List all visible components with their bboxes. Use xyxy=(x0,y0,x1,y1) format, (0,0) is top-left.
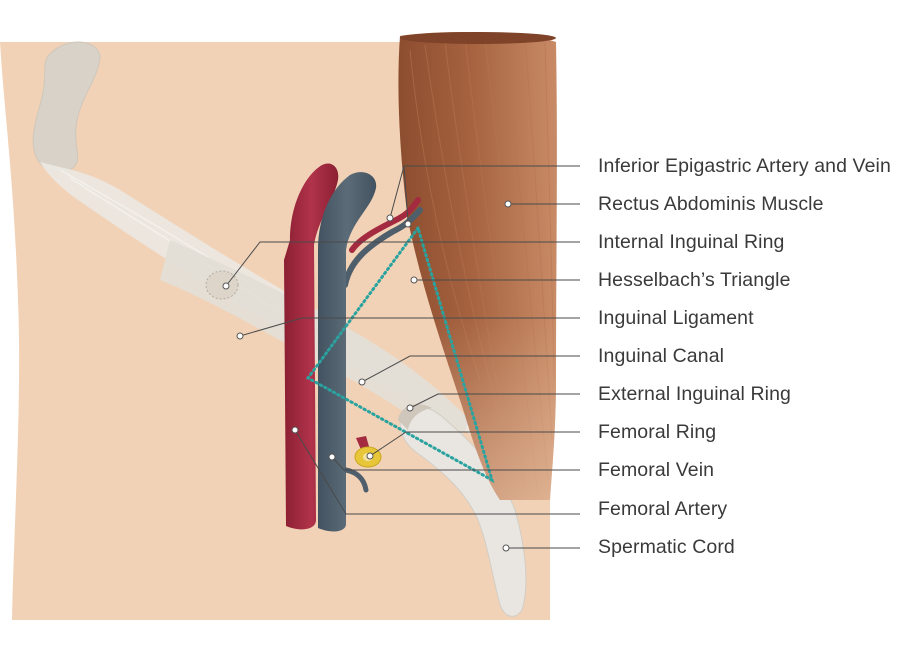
label-hesselbachs-triangle: Hesselbach’s Triangle xyxy=(598,269,791,291)
dot-epigastric-1 xyxy=(387,215,393,221)
label-femoral-vein: Femoral Vein xyxy=(598,459,714,481)
label-spermatic-cord: Spermatic Cord xyxy=(598,536,735,558)
dot-inguinal-ligament xyxy=(237,333,243,339)
dot-epigastric-2 xyxy=(405,221,411,227)
label-internal-inguinal-ring: Internal Inguinal Ring xyxy=(598,231,785,253)
label-inguinal-ligament: Inguinal Ligament xyxy=(598,307,754,329)
dot-femoral-artery xyxy=(292,427,298,433)
label-external-inguinal-ring: External Inguinal Ring xyxy=(598,383,791,405)
dot-spermatic-cord xyxy=(503,545,509,551)
dot-inguinal-canal xyxy=(359,379,365,385)
rectus-muscle-top xyxy=(400,32,556,44)
labels: Inferior Epigastric Artery and Vein Rect… xyxy=(598,155,891,558)
dot-internal-ring xyxy=(223,283,229,289)
label-femoral-artery: Femoral Artery xyxy=(598,498,727,520)
dot-rectus xyxy=(505,201,511,207)
label-inferior-epigastric: Inferior Epigastric Artery and Vein xyxy=(598,155,891,177)
internal-inguinal-ring xyxy=(206,271,238,299)
dot-hesselbach xyxy=(411,277,417,283)
label-inguinal-canal: Inguinal Canal xyxy=(598,345,724,367)
dot-external-ring xyxy=(407,405,413,411)
dot-femoral-vein xyxy=(329,454,335,460)
dot-femoral-ring xyxy=(367,453,373,459)
label-femoral-ring: Femoral Ring xyxy=(598,421,716,443)
label-rectus-abdominis: Rectus Abdominis Muscle xyxy=(598,193,824,215)
